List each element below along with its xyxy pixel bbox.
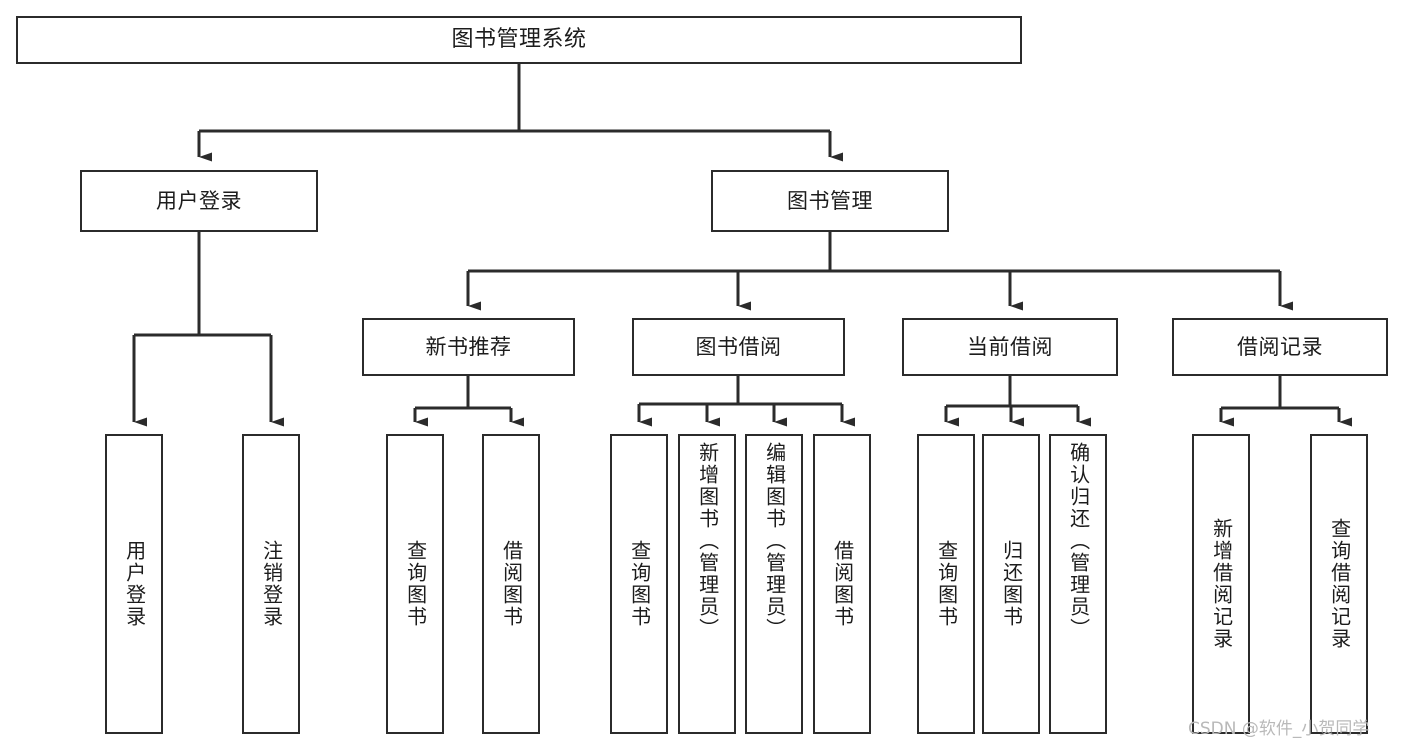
node-leaf-query-book-1-label: 查询图书 [403,540,428,628]
node-leaf-query-book-2[interactable]: 查询图书 [610,434,668,734]
node-leaf-query-book-3-label: 查询图书 [934,540,959,628]
csdn-watermark: CSDN @软件_小贺同学 [1188,719,1370,739]
node-leaf-query-record[interactable]: 查询借阅记录 [1310,434,1368,734]
node-book-manage[interactable]: 图书管理 [711,170,949,232]
node-borrow-record-label: 借阅记录 [1237,334,1323,359]
node-leaf-confirm-return[interactable]: 确认归还（管理员） [1049,434,1107,734]
node-leaf-borrow-book-1-label: 借阅图书 [499,540,524,628]
node-leaf-user-login[interactable]: 用户登录 [105,434,163,734]
node-leaf-borrow-book-2-label: 借阅图书 [830,540,855,628]
node-leaf-logout-label: 注销登录 [259,540,284,628]
node-user-login-label: 用户登录 [156,188,242,213]
node-leaf-edit-book-label: 编辑图书（管理员） [762,442,787,640]
node-leaf-return-book[interactable]: 归还图书 [982,434,1040,734]
node-root-system[interactable]: 图书管理系统 [16,16,1022,64]
node-book-borrow[interactable]: 图书借阅 [632,318,845,376]
node-book-borrow-label: 图书借阅 [695,334,782,359]
node-leaf-edit-book[interactable]: 编辑图书（管理员） [745,434,803,734]
node-leaf-confirm-return-label: 确认归还（管理员） [1066,442,1091,640]
node-leaf-query-book-1[interactable]: 查询图书 [386,434,444,734]
node-leaf-query-book-2-label: 查询图书 [627,540,652,628]
node-leaf-query-record-label: 查询借阅记录 [1327,518,1352,650]
node-current-borrow-label: 当前借阅 [967,334,1053,359]
node-leaf-user-login-label: 用户登录 [122,540,147,628]
node-leaf-logout[interactable]: 注销登录 [242,434,300,734]
node-leaf-add-record[interactable]: 新增借阅记录 [1192,434,1250,734]
node-leaf-query-book-3[interactable]: 查询图书 [917,434,975,734]
node-book-manage-label: 图书管理 [787,188,873,213]
node-leaf-return-book-label: 归还图书 [999,540,1024,628]
node-new-book-recommend-label: 新书推荐 [425,334,512,359]
node-leaf-add-book-label: 新增图书（管理员） [695,442,720,640]
node-borrow-record[interactable]: 借阅记录 [1172,318,1388,376]
node-new-book-recommend[interactable]: 新书推荐 [362,318,575,376]
node-root-label: 图书管理系统 [451,27,587,53]
node-leaf-add-record-label: 新增借阅记录 [1209,518,1234,650]
node-user-login[interactable]: 用户登录 [80,170,318,232]
node-leaf-add-book[interactable]: 新增图书（管理员） [678,434,736,734]
node-current-borrow[interactable]: 当前借阅 [902,318,1118,376]
node-leaf-borrow-book-1[interactable]: 借阅图书 [482,434,540,734]
node-leaf-borrow-book-2[interactable]: 借阅图书 [813,434,871,734]
